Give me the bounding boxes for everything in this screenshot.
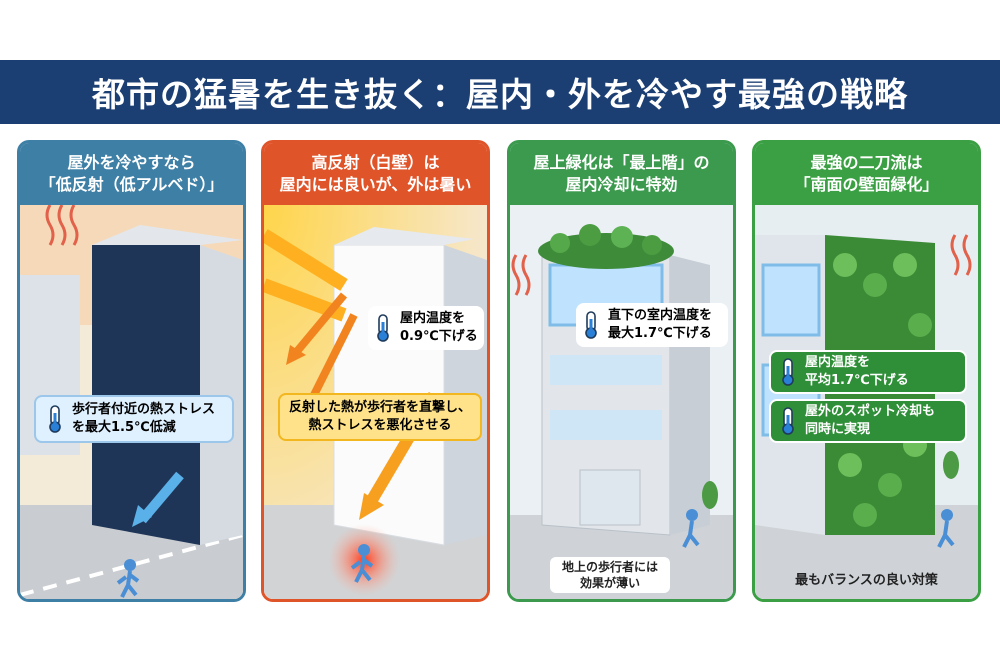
- panel-heading: 高反射（白壁）は 屋内には良いが、外は暑い: [264, 143, 487, 205]
- callout-line: 屋内温度を: [805, 355, 871, 370]
- callout-indoor-average: 屋内温度を 平均1.7℃下げる: [769, 350, 967, 394]
- callout-line: 熱ストレスを悪化させる: [308, 418, 452, 433]
- callout-line: 同時に実現: [805, 422, 871, 437]
- callout-spot-cooling: 屋外のスポット冷却も 同時に実現: [769, 399, 967, 443]
- callout-reflected-heat: 反射した熱が歩行者を直撃し、 熱ストレスを悪化させる: [278, 393, 482, 441]
- callout-line: 最大1.7℃下げる: [608, 326, 712, 341]
- note-pedestrian: 地上の歩行者には 効果が薄い: [550, 557, 670, 593]
- panel-low-albedo: 屋外を冷やすなら 「低反射（低アルベド）」 歩行者付近の熱ストレス を最大1.5…: [17, 140, 246, 602]
- title-banner: 都市の猛暑を生き抜く：屋内・外を冷やす最強の戦略: [0, 60, 1000, 124]
- callout-indoor-temp: 屋内温度を 0.9℃下げる: [368, 306, 484, 350]
- thermometer-icon: [777, 357, 799, 387]
- panel-high-albedo: 高反射（白壁）は 屋内には良いが、外は暑い: [261, 140, 490, 602]
- panel-green-roof: 屋上緑化は「最上階」の 屋内冷却に特効 直下の室内温度を 最大1.7℃下げる: [507, 140, 736, 602]
- heading-line: 屋上緑化は「最上階」の: [533, 153, 710, 172]
- note-line: 地上の歩行者には: [561, 560, 658, 574]
- callout-heat-stress: 歩行者付近の熱ストレス を最大1.5℃低減: [34, 395, 234, 443]
- panel-heading: 屋上緑化は「最上階」の 屋内冷却に特効: [510, 143, 733, 205]
- scene-illustration: [510, 205, 733, 599]
- callout-line: を最大1.5℃低減: [72, 420, 176, 435]
- callout-line: 反射した熱が歩行者を直撃し、: [288, 400, 471, 415]
- page-title: 都市の猛暑を生き抜く：屋内・外を冷やす最強の戦略: [92, 75, 908, 114]
- heading-line: 最強の二刀流は: [810, 153, 923, 172]
- callout-line: 屋外のスポット冷却も: [805, 404, 936, 419]
- thermometer-icon: [777, 406, 799, 436]
- panel-heading: 屋外を冷やすなら 「低反射（低アルベド）」: [20, 143, 243, 205]
- callout-line: 平均1.7℃下げる: [805, 373, 909, 388]
- thermometer-icon: [580, 310, 602, 340]
- panel-green-wall: 最強の二刀流は 「南面の壁面緑化」 屋内温度を 平均1.7℃下げる: [752, 140, 981, 602]
- heading-line: 屋内には良いが、外は暑い: [279, 175, 472, 194]
- callout-line: 0.9℃下げる: [400, 329, 478, 344]
- callout-line: 歩行者付近の熱ストレス: [72, 402, 216, 417]
- note-line: 効果が薄い: [579, 576, 640, 590]
- thermometer-icon: [44, 404, 66, 434]
- callout-line: 直下の室内温度を: [608, 308, 713, 323]
- panel-heading: 最強の二刀流は 「南面の壁面緑化」: [755, 143, 978, 205]
- heading-line: 屋外を冷やすなら: [67, 153, 196, 172]
- heading-line: 高反射（白壁）は: [311, 153, 440, 172]
- heading-line: 「南面の壁面緑化」: [794, 175, 939, 194]
- note-line: 最もバランスの良い対策: [795, 573, 938, 588]
- callout-line: 屋内温度を: [400, 311, 466, 326]
- heading-line: 屋内冷却に特効: [565, 175, 678, 194]
- note-best-balance: 最もバランスの良い対策: [755, 573, 978, 589]
- heading-line: 「低反射（低アルベド）」: [39, 175, 224, 194]
- callout-top-floor: 直下の室内温度を 最大1.7℃下げる: [576, 303, 728, 347]
- thermometer-icon: [372, 313, 394, 343]
